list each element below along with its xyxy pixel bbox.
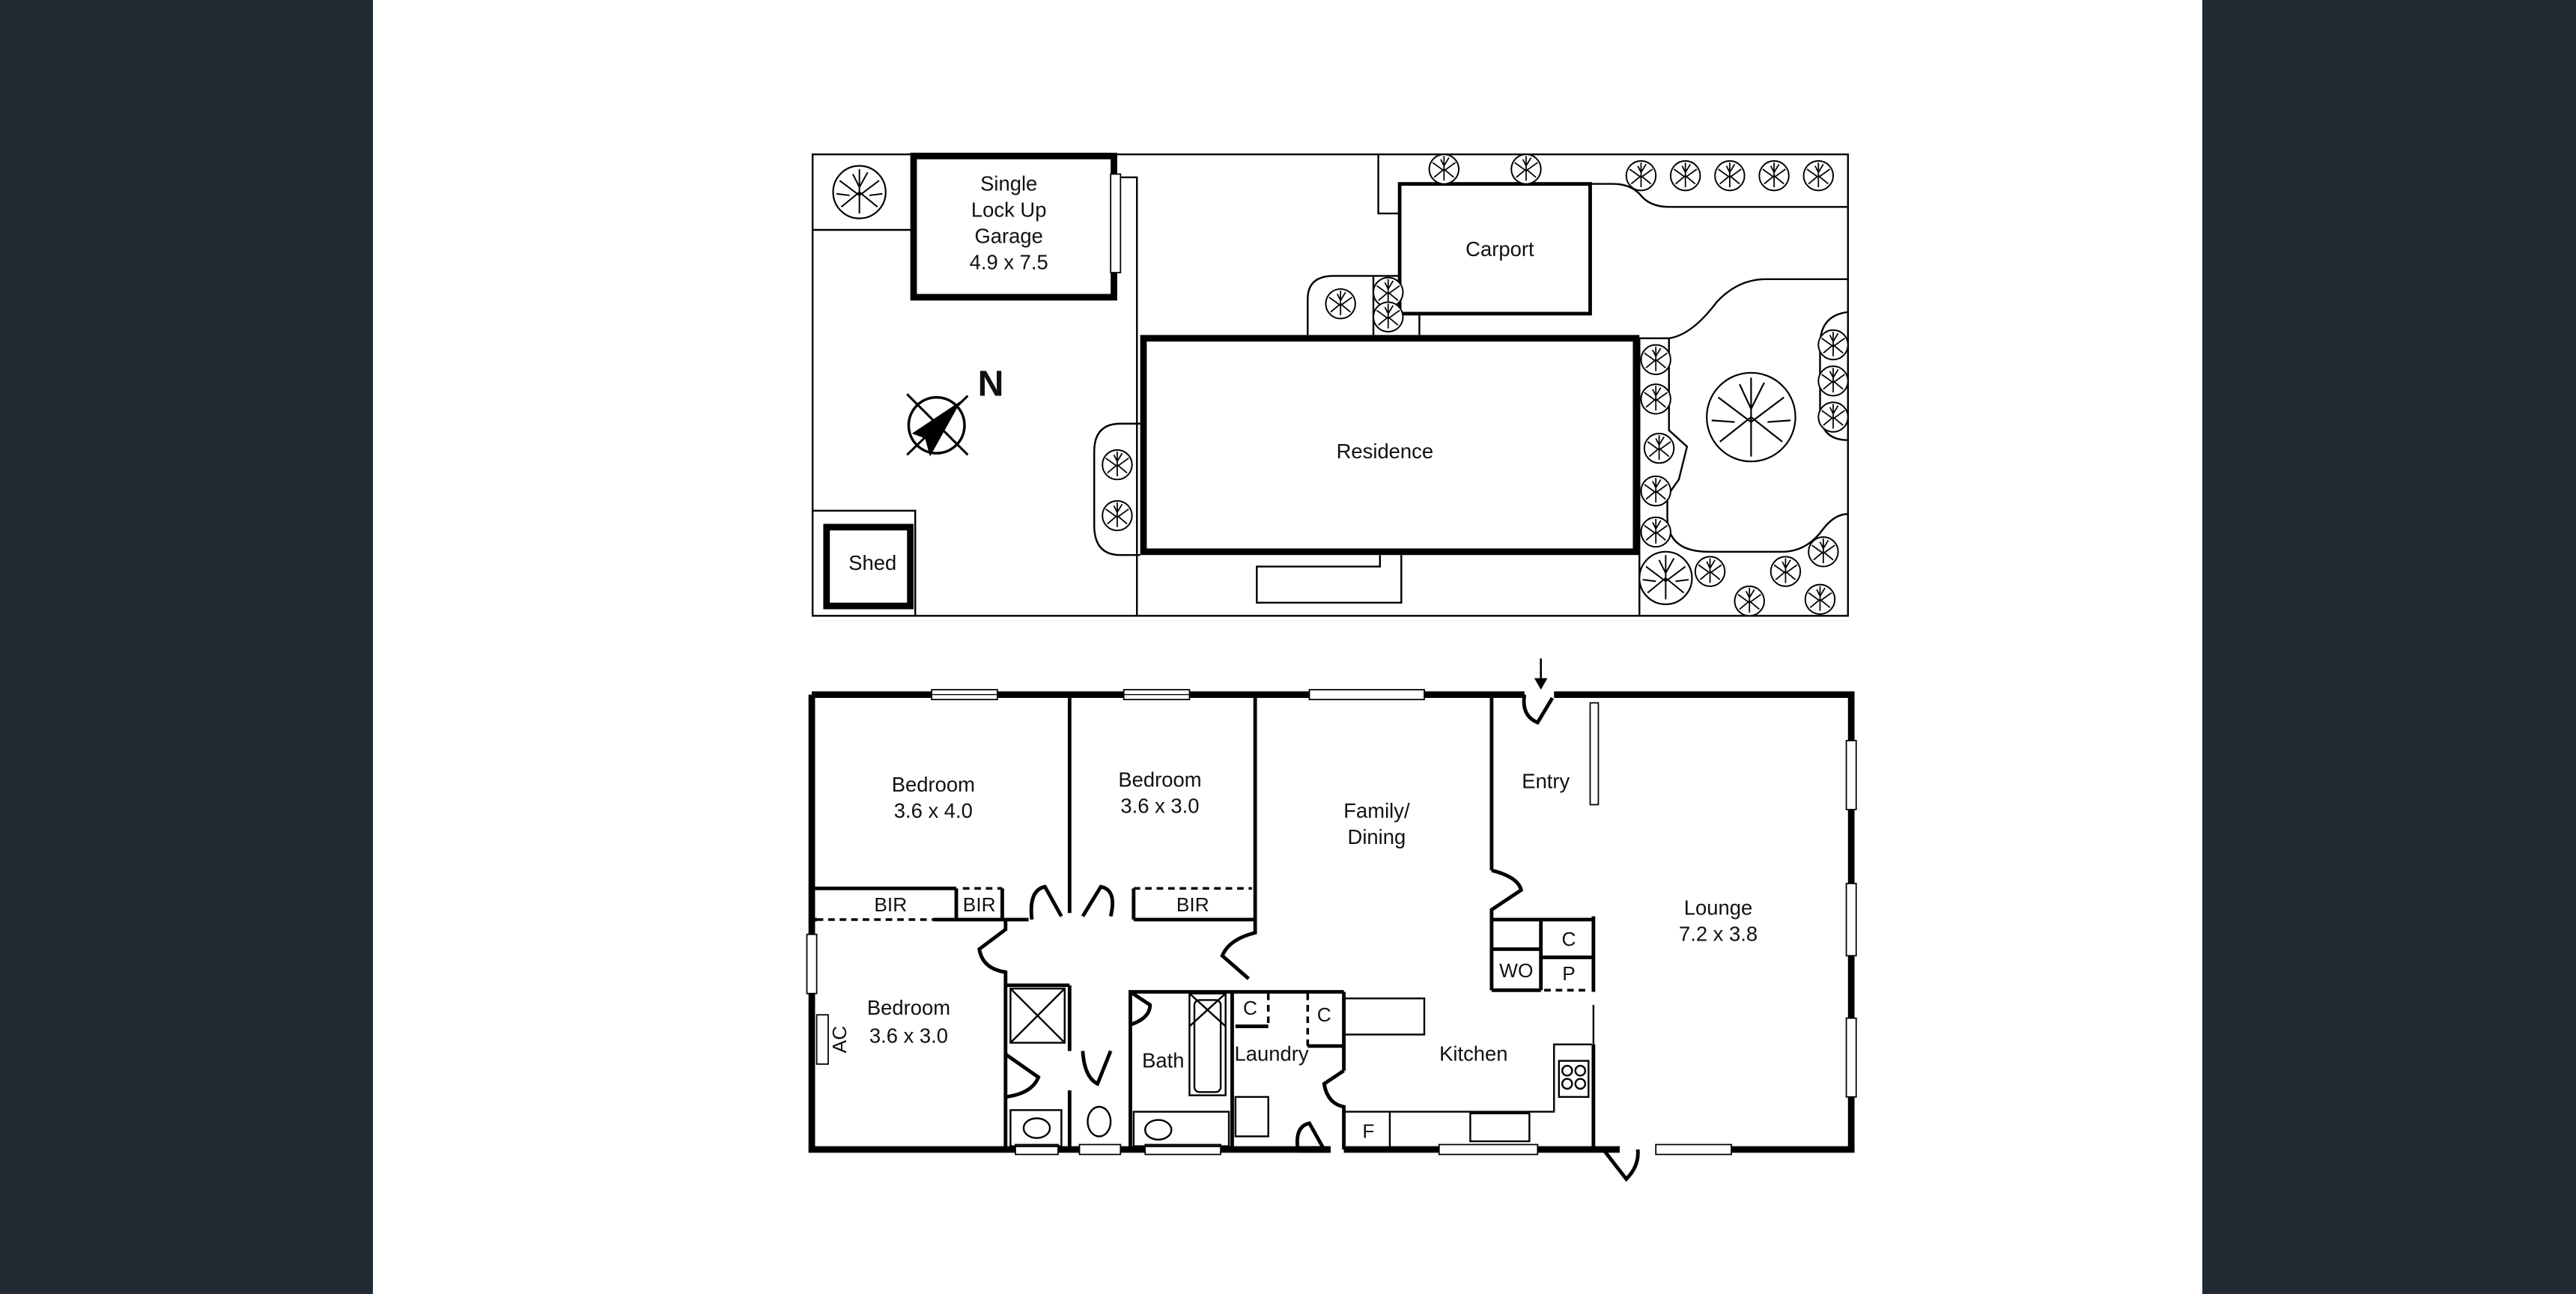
bir-label: BIR xyxy=(963,893,996,916)
kitchen-label: Kitchen xyxy=(1439,1042,1507,1066)
bedroom1-dims: 3.6 x 4.0 xyxy=(894,799,973,822)
garage-label-line3: Garage xyxy=(974,225,1042,248)
left-margin xyxy=(0,0,373,1294)
tree-icon xyxy=(1373,301,1404,332)
cupboard-label: C xyxy=(1317,1003,1331,1026)
pantry-label: P xyxy=(1562,962,1576,985)
tree-icon xyxy=(1817,329,1849,361)
lounge-dims: 7.2 x 3.8 xyxy=(1679,923,1758,946)
tree-icon xyxy=(1770,556,1802,587)
fridge-label: F xyxy=(1362,1120,1374,1143)
bath-label: Bath xyxy=(1142,1048,1184,1072)
tree-icon xyxy=(1640,344,1671,375)
cupboard-label: C xyxy=(1561,928,1576,950)
bedroom2-dims: 3.6 x 3.0 xyxy=(1120,794,1199,817)
floorplan-page xyxy=(373,0,2202,1294)
lounge-label: Lounge xyxy=(1684,896,1752,919)
north-label: N xyxy=(978,363,1004,404)
floor-plan xyxy=(806,658,1857,1182)
family-dining-label-line2: Dining xyxy=(1348,825,1406,848)
tree-icon xyxy=(1643,432,1675,464)
tree-icon xyxy=(1758,160,1790,192)
tree-icon xyxy=(1325,288,1356,320)
wo-label: WO xyxy=(1499,959,1533,982)
tree-icon xyxy=(1808,536,1839,568)
bir-label: BIR xyxy=(874,893,907,916)
north-arrow-icon xyxy=(906,393,969,457)
tree-icon xyxy=(1804,583,1836,616)
bedroom2-label: Bedroom xyxy=(1118,768,1201,791)
cupboard-label: C xyxy=(1243,997,1257,1019)
tree-icon xyxy=(1694,556,1726,587)
tree-icon xyxy=(1802,160,1835,192)
tree-icon xyxy=(1102,499,1133,532)
right-margin xyxy=(2202,0,2576,1294)
tree-icon xyxy=(1817,401,1849,433)
bir-label: BIR xyxy=(1176,893,1209,916)
tree-icon xyxy=(1102,449,1133,481)
tree-icon xyxy=(832,165,887,219)
tree-icon xyxy=(1640,516,1671,548)
residence-outline xyxy=(1140,335,1640,556)
shed-label: Shed xyxy=(848,551,896,574)
tree-icon xyxy=(1669,160,1701,192)
site-boundary xyxy=(811,153,1849,617)
tree-icon xyxy=(1734,585,1765,617)
tree-icon xyxy=(1640,383,1671,415)
carport-label: Carport xyxy=(1465,237,1534,261)
tree-icon xyxy=(1510,154,1542,185)
tree-icon xyxy=(1625,160,1657,192)
bedroom3-dims: 3.6 x 3.0 xyxy=(869,1024,948,1047)
tree-icon xyxy=(1706,371,1796,463)
laundry-label: Laundry xyxy=(1235,1042,1309,1066)
garage-dims: 4.9 x 7.5 xyxy=(970,251,1048,274)
shed-outline xyxy=(823,523,914,610)
garage-label-line2: Lock Up xyxy=(971,198,1047,221)
tree-icon xyxy=(1428,154,1460,185)
carport-outline xyxy=(1397,182,1592,316)
family-dining-label-line1: Family/ xyxy=(1343,799,1410,822)
tree-icon xyxy=(1638,550,1693,606)
tree-icon xyxy=(1817,365,1849,397)
bedroom3-label: Bedroom xyxy=(867,996,950,1019)
tree-icon xyxy=(1640,475,1671,507)
garage-label-line1: Single xyxy=(980,171,1037,195)
ac-label: AC xyxy=(828,1026,851,1054)
residence-label: Residence xyxy=(1337,440,1434,463)
site-plan: Single Lock Up Garage 4.9 x 7.5 N Shed C… xyxy=(811,152,1849,617)
bedroom1-label: Bedroom xyxy=(892,773,975,796)
tree-icon xyxy=(1714,160,1746,192)
entry-label: Entry xyxy=(1522,770,1570,793)
